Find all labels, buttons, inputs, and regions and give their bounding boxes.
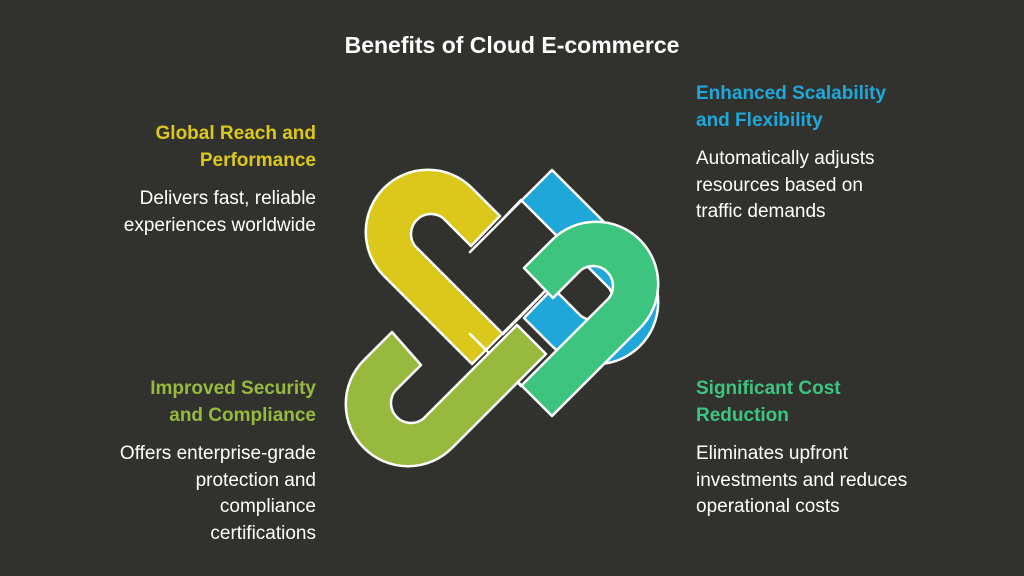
benefit-description: Delivers fast, reliable experiences worl…	[123, 188, 316, 236]
lime-link-loop	[344, 323, 548, 468]
yellow-link	[364, 168, 556, 366]
green-link	[468, 220, 660, 418]
benefit-cost-reduction: Significant Cost Reduction Eliminates up…	[696, 375, 916, 521]
benefit-heading: Enhanced Scalability and Flexibility	[696, 83, 887, 131]
benefit-global-reach: Global Reach and Performance Delivers fa…	[116, 120, 316, 239]
diagram-title: Benefits of Cloud E-commerce	[344, 32, 680, 58]
benefit-scalability: Enhanced Scalability and Flexibility Aut…	[696, 80, 896, 226]
benefit-heading: Improved Security and Compliance	[150, 378, 316, 426]
benefit-description: Eliminates upfront investments and reduc…	[696, 443, 908, 517]
benefit-security: Improved Security and Compliance Offers …	[116, 375, 316, 547]
benefit-description: Automatically adjusts resources based on…	[696, 148, 875, 222]
benefit-heading: Global Reach and Performance	[155, 123, 316, 171]
benefit-description: Offers enterprise-grade protection and c…	[119, 443, 316, 544]
benefit-heading: Significant Cost Reduction	[696, 378, 841, 426]
